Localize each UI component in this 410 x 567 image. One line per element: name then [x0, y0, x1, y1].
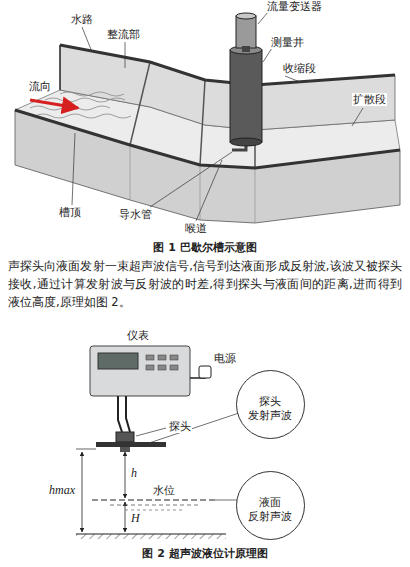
part-label: 扩散段	[352, 93, 387, 106]
device-label: 探头	[168, 420, 192, 433]
figure-caption: 图 2 超声波液位计原理图	[0, 547, 410, 560]
callout-circle: 探头 发射声波	[236, 370, 305, 439]
part-label: 槽顶	[58, 206, 82, 219]
part-label: 整流部	[106, 28, 141, 41]
part-label: 流量变送器	[266, 0, 323, 13]
callout-text: 液面 反射声波	[246, 496, 294, 524]
dimension-label: hmax	[48, 483, 76, 497]
body-text: 声探头向液面发射一束超声波信号,信号到达液面形成反射波,该波又被探头接收,通过计…	[8, 258, 402, 311]
figure-caption: 图 1 巴歇尔槽示意图	[0, 241, 410, 254]
dimension-label: h	[130, 466, 138, 480]
device-label: 电源	[213, 352, 237, 365]
part-label: 导水管	[118, 208, 153, 221]
part-label: 水路	[70, 13, 94, 26]
part-label: 收缩段	[282, 62, 317, 75]
leader-lines	[72, 12, 363, 221]
flow-label: 流向	[28, 80, 52, 93]
part-label: 测量井	[270, 36, 305, 49]
dimension-label: H	[130, 511, 141, 525]
level-label: 水位	[152, 484, 176, 497]
part-label: 喉道	[184, 222, 208, 235]
callout-text: 探头 发射声波	[246, 395, 294, 423]
parshall-flume	[15, 12, 400, 223]
device-label: 仪表	[126, 329, 150, 342]
callout-circle: 液面 反射声波	[236, 471, 305, 540]
